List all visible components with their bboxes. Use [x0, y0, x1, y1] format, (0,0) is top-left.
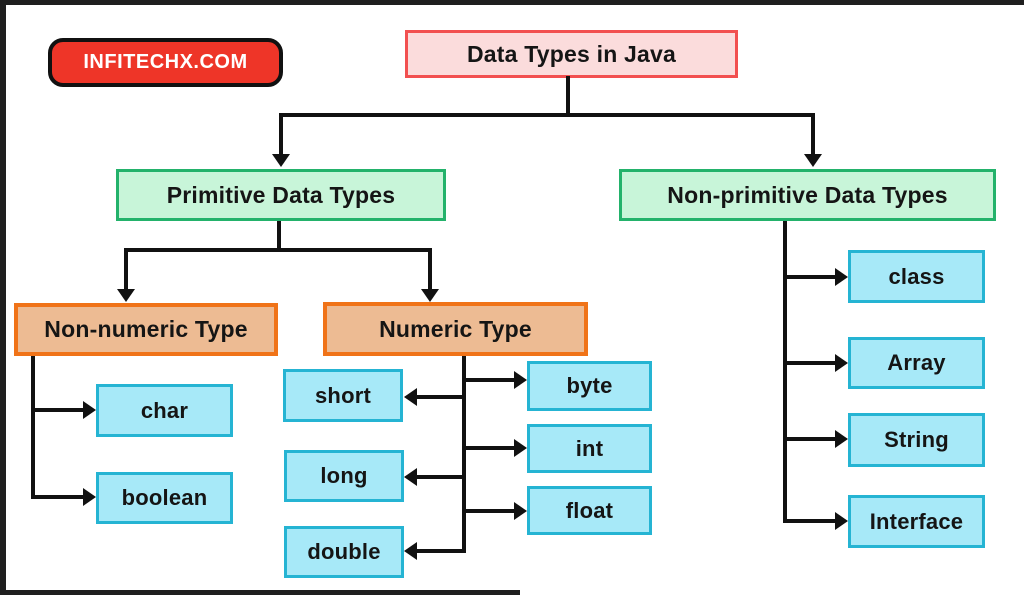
connector-to-primitive-line — [279, 113, 283, 154]
arrow-to-interface-icon — [835, 512, 848, 530]
node-non-primitive: Non-primitive Data Types — [619, 169, 996, 221]
arrow-to-boolean-icon — [83, 488, 96, 506]
frame-top-bar — [0, 0, 1024, 5]
arrow-to-char-icon — [83, 401, 96, 419]
arrow-to-numeric-icon — [421, 289, 439, 302]
arrow-to-non-primitive-icon — [804, 154, 822, 167]
arrow-to-class-icon — [835, 268, 848, 286]
arrow-to-short-icon — [404, 388, 417, 406]
connector-title-crossbar — [281, 113, 815, 117]
arrow-to-array-icon — [835, 354, 848, 372]
node-interface: Interface — [848, 495, 985, 548]
node-int: int — [527, 424, 652, 473]
connector-to-int-line — [466, 446, 514, 450]
connector-title-stem — [566, 76, 570, 117]
connector-numeric-spine — [462, 356, 466, 553]
arrow-to-double-icon — [404, 542, 417, 560]
node-array: Array — [848, 337, 985, 389]
arrow-to-float-icon — [514, 502, 527, 520]
node-char: char — [96, 384, 233, 437]
arrow-to-string-icon — [835, 430, 848, 448]
connector-to-long-line — [417, 475, 466, 479]
connector-non-primitive-spine — [783, 221, 787, 523]
frame-bottom-bar — [0, 590, 520, 595]
node-non-numeric: Non-numeric Type — [14, 303, 278, 356]
connector-to-numeric-line — [428, 248, 432, 289]
node-primitive: Primitive Data Types — [116, 169, 446, 221]
node-class: class — [848, 250, 985, 303]
connector-non-numeric-spine — [31, 356, 35, 499]
frame-left-bar — [0, 0, 6, 595]
connector-to-non-numeric-line — [124, 248, 128, 289]
node-double: double — [284, 526, 404, 578]
connector-to-boolean-line — [31, 495, 83, 499]
connector-to-char-line — [31, 408, 83, 412]
arrow-to-primitive-icon — [272, 154, 290, 167]
site-badge: INFITECHX.COM — [48, 38, 283, 87]
site-badge-label: INFITECHX.COM — [83, 51, 248, 73]
arrow-to-non-numeric-icon — [117, 289, 135, 302]
node-float: float — [527, 486, 652, 535]
connector-primitive-crossbar — [124, 248, 432, 252]
connector-to-array-line — [787, 361, 835, 365]
connector-to-interface-line — [787, 519, 835, 523]
connector-to-short-line — [417, 395, 466, 399]
arrow-to-byte-icon — [514, 371, 527, 389]
node-byte: byte — [527, 361, 652, 411]
node-numeric: Numeric Type — [323, 302, 588, 356]
connector-to-string-line — [787, 437, 835, 441]
connector-primitive-stem — [277, 221, 281, 252]
node-short: short — [283, 369, 403, 422]
arrow-to-long-icon — [404, 468, 417, 486]
connector-to-byte-line — [466, 378, 514, 382]
connector-to-double-line — [417, 549, 466, 553]
node-boolean: boolean — [96, 472, 233, 524]
connector-to-class-line — [787, 275, 835, 279]
node-title: Data Types in Java — [405, 30, 738, 78]
arrow-to-int-icon — [514, 439, 527, 457]
node-string: String — [848, 413, 985, 467]
connector-to-float-line — [466, 509, 514, 513]
connector-to-non-primitive-line — [811, 113, 815, 154]
node-long: long — [284, 450, 404, 502]
